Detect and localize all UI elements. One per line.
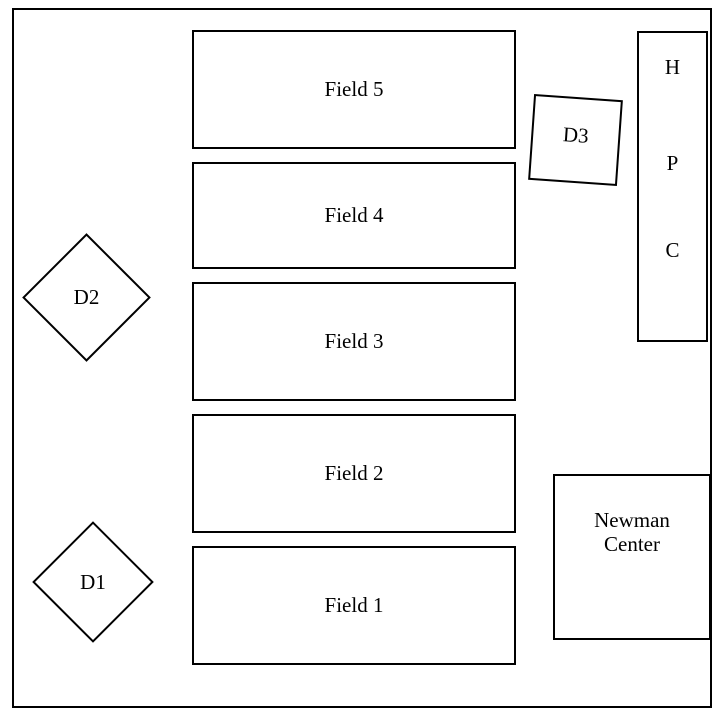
field-2[interactable]: Field 2 (192, 414, 516, 533)
hpc-building[interactable]: H P C (637, 31, 708, 342)
d2-label: D2 (73, 285, 100, 309)
newman-center[interactable]: Newman Center (553, 474, 711, 640)
field-1[interactable]: Field 1 (192, 546, 516, 665)
hpc-letter-h: H (664, 55, 681, 79)
field-2-label: Field 2 (324, 461, 384, 486)
field-4-label: Field 4 (324, 203, 384, 228)
field-5[interactable]: Field 5 (192, 30, 516, 149)
field-3[interactable]: Field 3 (192, 282, 516, 401)
hpc-letter-c: C (665, 238, 680, 262)
d1-marker[interactable]: D1 (32, 521, 154, 643)
newman-center-line1: Newman (594, 508, 670, 532)
d3-marker[interactable]: D3 (528, 94, 623, 186)
d2-marker[interactable]: D2 (22, 233, 151, 362)
newman-center-line2: Center (604, 532, 660, 557)
d1-label: D1 (80, 569, 106, 594)
field-4[interactable]: Field 4 (192, 162, 516, 269)
d3-label: D3 (562, 122, 590, 148)
newman-center-label: Newman Center (594, 508, 670, 556)
field-3-label: Field 3 (324, 329, 384, 354)
hpc-letter-p: P (666, 151, 679, 175)
field-5-label: Field 5 (324, 77, 384, 102)
field-1-label: Field 1 (324, 593, 384, 618)
